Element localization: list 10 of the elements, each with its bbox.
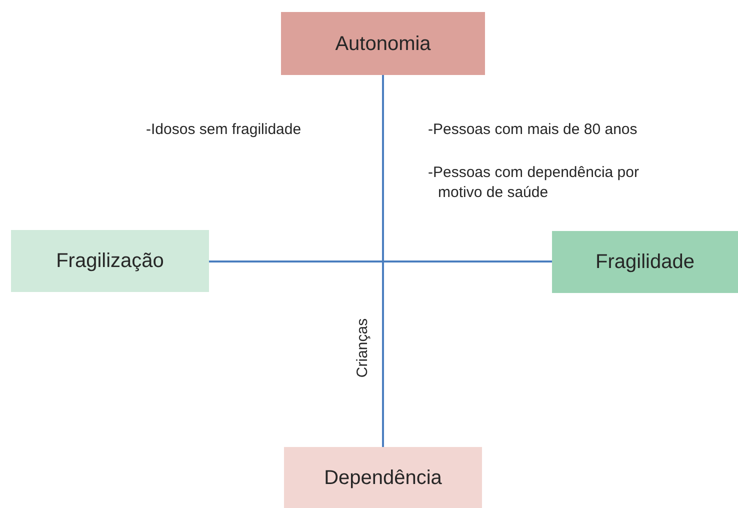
connector-line — [209, 260, 552, 262]
annotation-text: Crianças — [353, 317, 372, 380]
annotation-text: -Pessoas com mais de 80 anos — [428, 120, 638, 140]
category-box: Dependência — [284, 447, 482, 508]
annotation-text: -Idosos sem fragilidade — [146, 120, 302, 140]
annotation-text: -Pessoas com dependência por motivo de saúde — [428, 163, 640, 203]
category-box: Fragilidade — [552, 231, 738, 293]
category-box: Autonomia — [281, 12, 485, 75]
connector-line — [382, 75, 384, 447]
category-box: Fragilização — [11, 230, 209, 292]
